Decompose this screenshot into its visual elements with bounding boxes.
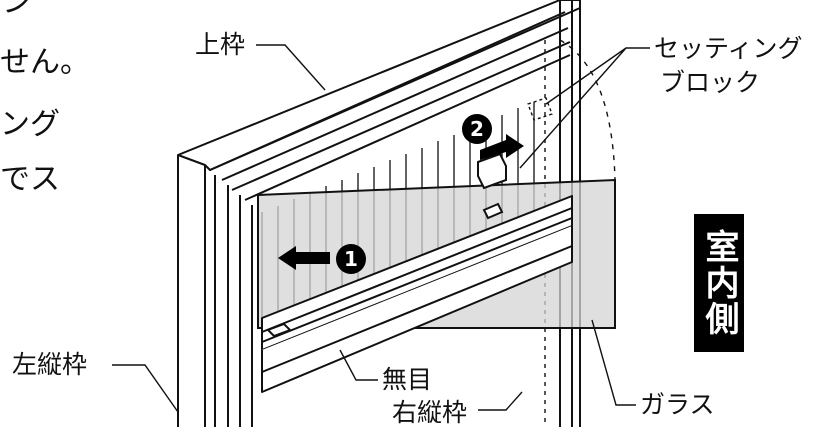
label-right-frame: 右縦枠 <box>392 398 468 427</box>
leader-top-frame <box>256 44 326 91</box>
arrow-right-icon <box>480 134 524 160</box>
setting-block-upper <box>482 202 504 220</box>
cut-text-1: ン <box>2 0 32 20</box>
setting-block-lower <box>266 322 292 338</box>
leader-setting-block <box>519 47 650 169</box>
indoor-side-badge: 室内側 <box>694 214 744 352</box>
step-1-marker: 1 <box>336 244 366 274</box>
cut-text-2: せん。 <box>0 45 90 80</box>
leader-left-frame <box>112 364 179 413</box>
label-setting-block-1: セッティング <box>654 34 803 63</box>
cut-text-4: でス <box>0 162 60 197</box>
label-top-frame: 上枠 <box>195 30 246 59</box>
label-glass: ガラス <box>640 390 715 419</box>
left-frame-shape <box>177 155 253 427</box>
step-2-marker: 2 <box>462 114 492 144</box>
leader-glass <box>591 319 636 406</box>
label-mullion: 無目 <box>382 365 433 394</box>
leader-mullion <box>339 349 378 381</box>
setting-block-moved <box>477 152 507 190</box>
leader-right-frame <box>478 391 523 411</box>
label-setting-block-2: ブロック <box>660 68 761 97</box>
label-left-frame: 左縦枠 <box>12 350 88 379</box>
indoor-side-label: 室内側 <box>699 229 739 337</box>
arrow-left-icon <box>278 246 330 270</box>
cut-text-3: ング <box>0 107 60 142</box>
